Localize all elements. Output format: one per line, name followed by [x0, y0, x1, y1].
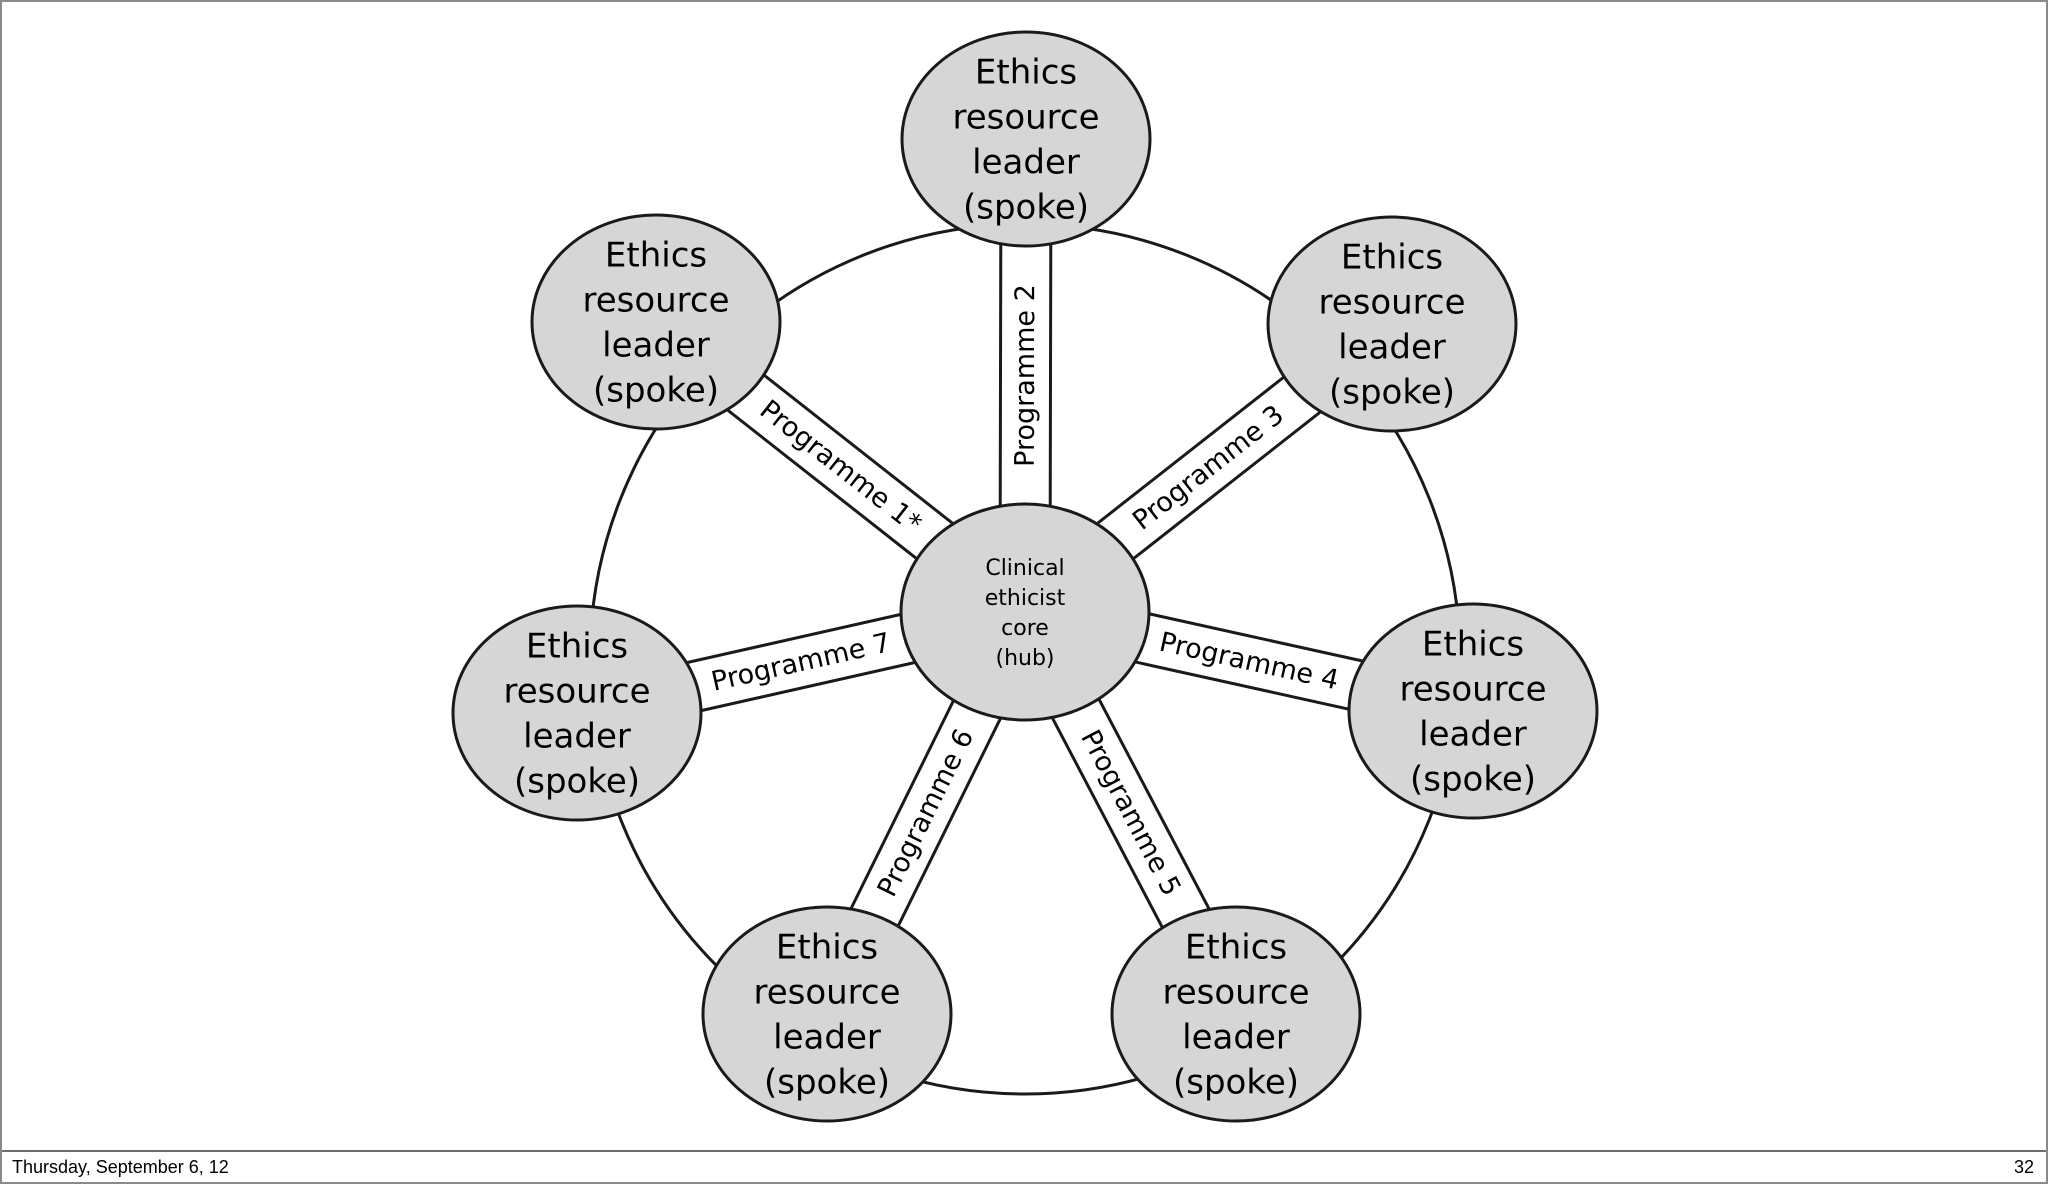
programme-label-6: Programme 6 — [872, 724, 980, 902]
spoke-4-line-2: resource — [1399, 670, 1546, 710]
spoke-7-line-1: Ethics — [526, 627, 628, 667]
footer-bar: Thursday, September 6, 12 32 — [2, 1150, 2046, 1182]
programme-label-5: Programme 5 — [1074, 725, 1186, 901]
spoke-6-line-1: Ethics — [776, 928, 878, 968]
programme-label-3: Programme 3 — [1127, 399, 1290, 536]
spoke-node-2: Ethics resource leader (spoke) — [900, 30, 1152, 248]
programme-band-2: Programme 2 — [998, 137, 1053, 614]
spoke-1-line-3: leader — [602, 326, 710, 366]
spoke-node-1: Ethics resource leader (spoke) — [530, 213, 782, 431]
spoke-4-line-1: Ethics — [1422, 625, 1524, 665]
hub-line-1: Clinical — [985, 556, 1064, 581]
spoke-2-line-3: leader — [972, 143, 1080, 183]
spoke-3-line-4: (spoke) — [1329, 373, 1455, 413]
spoke-7-line-4: (spoke) — [514, 762, 640, 802]
page-number: 32 — [2013, 1157, 2034, 1177]
spoke-node-7: Ethics resource leader (spoke) — [451, 604, 703, 822]
spoke-2-line-4: (spoke) — [963, 188, 1089, 228]
spoke-4-line-4: (spoke) — [1410, 760, 1536, 800]
footer-date: Thursday, September 6, 12 — [12, 1157, 229, 1177]
spoke-node-3: Ethics resource leader (spoke) — [1266, 215, 1518, 433]
spoke-7-line-2: resource — [503, 672, 650, 712]
spoke-1-line-1: Ethics — [605, 236, 707, 276]
hub-line-2: ethicist — [985, 586, 1066, 611]
spoke-5-line-3: leader — [1182, 1018, 1290, 1058]
spoke-4-line-3: leader — [1419, 715, 1527, 755]
hub-line-3: core — [1001, 616, 1049, 641]
spoke-2-line-1: Ethics — [975, 53, 1077, 93]
spoke-1-line-2: resource — [582, 281, 729, 321]
hub-and-spoke-diagram: Programme 1* Programme 2 Programme 3 Progra… — [451, 30, 1599, 1123]
spoke-node-6: Ethics resource leader (spoke) — [701, 905, 953, 1123]
spoke-6-line-2: resource — [753, 973, 900, 1013]
hub-line-4: (hub) — [995, 646, 1054, 671]
hub-node: Clinical ethicist core (hub) — [899, 502, 1151, 722]
spoke-6-line-4: (spoke) — [764, 1063, 890, 1103]
spoke-6-line-3: leader — [773, 1018, 881, 1058]
spoke-3-line-1: Ethics — [1341, 238, 1443, 278]
spoke-5-line-1: Ethics — [1185, 928, 1287, 968]
spoke-node-5: Ethics resource leader (spoke) — [1110, 905, 1362, 1123]
spoke-2-line-2: resource — [952, 98, 1099, 138]
spoke-5-line-4: (spoke) — [1173, 1063, 1299, 1103]
spoke-1-line-4: (spoke) — [593, 371, 719, 411]
spoke-3-line-2: resource — [1318, 283, 1465, 323]
programme-label-1: Programme 1* — [754, 394, 927, 540]
spoke-7-line-3: leader — [523, 717, 631, 757]
spoke-5-line-2: resource — [1162, 973, 1309, 1013]
spoke-3-line-3: leader — [1338, 328, 1446, 368]
programme-label-2: Programme 2 — [1010, 284, 1041, 467]
spoke-node-4: Ethics resource leader (spoke) — [1347, 602, 1599, 820]
